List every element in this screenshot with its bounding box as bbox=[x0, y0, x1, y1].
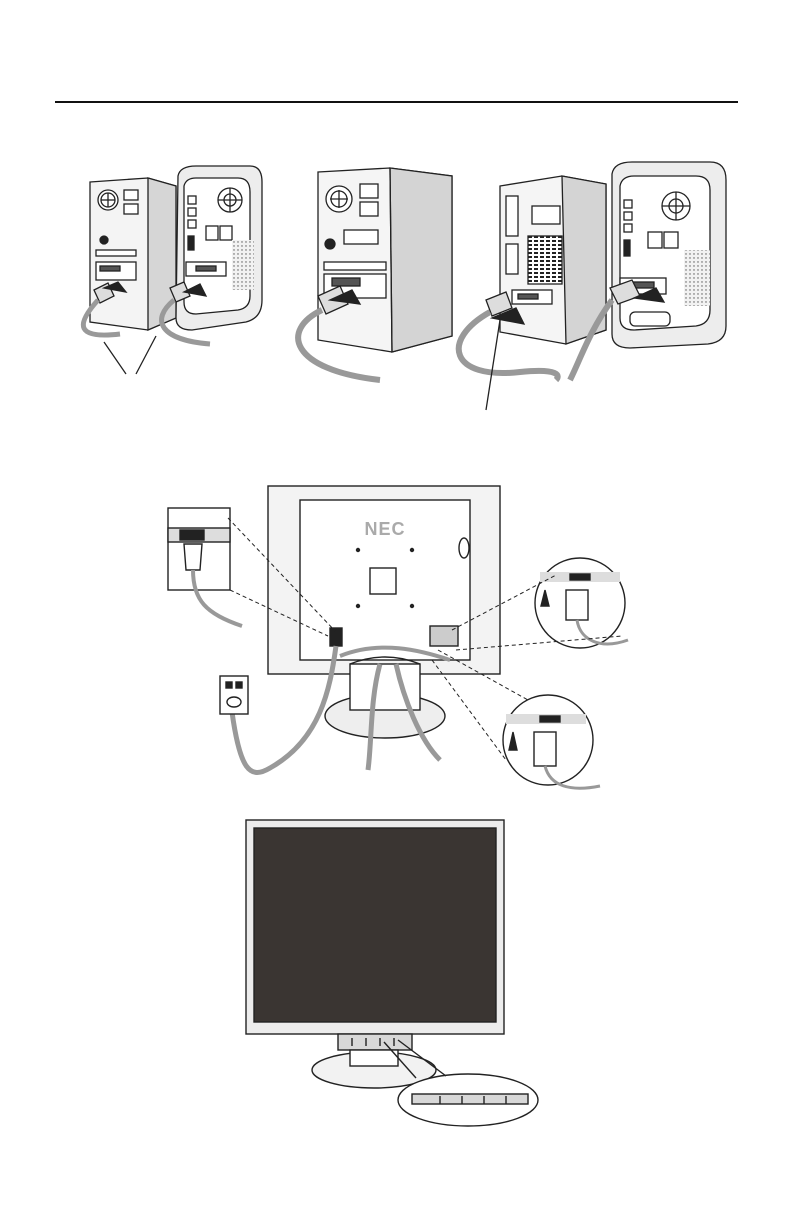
callout-leader-a2 bbox=[136, 336, 156, 374]
figure-b-tower bbox=[298, 168, 452, 380]
brand-logo: NEC bbox=[364, 519, 405, 539]
monitor-screen bbox=[254, 828, 496, 1022]
mac-tower-right bbox=[612, 162, 726, 348]
pc-tower-left bbox=[90, 178, 176, 330]
callout-leader-a1 bbox=[104, 342, 126, 374]
callout-leader-c bbox=[486, 320, 500, 410]
power-plug-inset bbox=[168, 508, 242, 626]
cable-clip bbox=[459, 538, 469, 558]
power-port bbox=[330, 628, 342, 646]
signal-connector-inset-lower bbox=[503, 695, 600, 788]
figure-a-two-computers bbox=[83, 166, 262, 374]
figure-d-monitor-rear: NEC bbox=[168, 486, 628, 788]
vesa-mount-plate bbox=[370, 568, 396, 594]
signal-connector-inset-upper bbox=[535, 558, 628, 648]
mac-tower-left bbox=[176, 166, 262, 330]
wall-outlet bbox=[220, 676, 248, 714]
figure-e-monitor-front bbox=[246, 820, 538, 1126]
figure-c-mac-and-tower bbox=[459, 162, 726, 410]
